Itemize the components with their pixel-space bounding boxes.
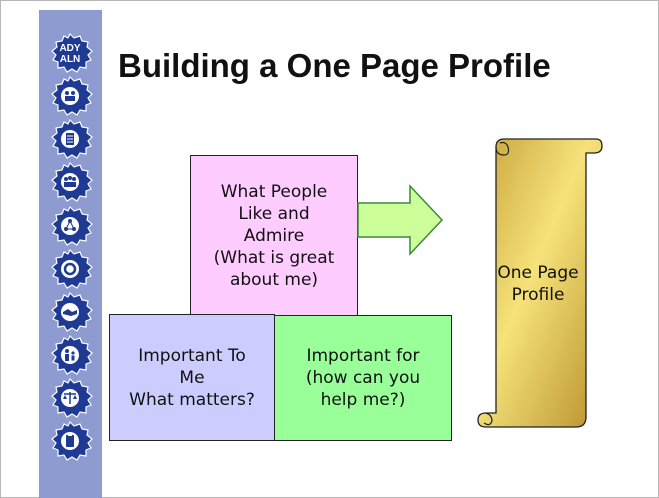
page-title: Building a One Page Profile	[118, 47, 551, 84]
handshake-icon	[44, 292, 96, 332]
important-for-text: Important for (how can you help me?)	[305, 346, 421, 410]
admire-box-text: What People Like and Admire (What is gre…	[213, 182, 335, 290]
scales-icon	[44, 378, 96, 418]
important-to-me-box: Important To Me What matters?	[109, 314, 275, 441]
document-icon	[44, 119, 96, 159]
people-group-icon	[44, 76, 96, 116]
important-to-me-text: Important To Me What matters?	[129, 345, 255, 410]
scroll-icon	[477, 138, 603, 428]
right-arrow-icon	[357, 184, 444, 256]
scroll-label: One Page Profile	[497, 263, 579, 305]
team-icon	[44, 162, 96, 202]
logo-gear-icon: ADY ALN	[44, 33, 96, 73]
network-icon	[44, 206, 96, 246]
logo-text-1: ADY	[59, 43, 80, 54]
admire-box: What People Like and Admire (What is gre…	[190, 155, 358, 317]
family-icon	[44, 335, 96, 375]
important-for-box: Important for (how can you help me?)	[274, 315, 452, 441]
hands-circle-icon	[44, 249, 96, 289]
clipboard-icon	[44, 421, 96, 461]
logo-text-2: ALN	[60, 54, 81, 65]
